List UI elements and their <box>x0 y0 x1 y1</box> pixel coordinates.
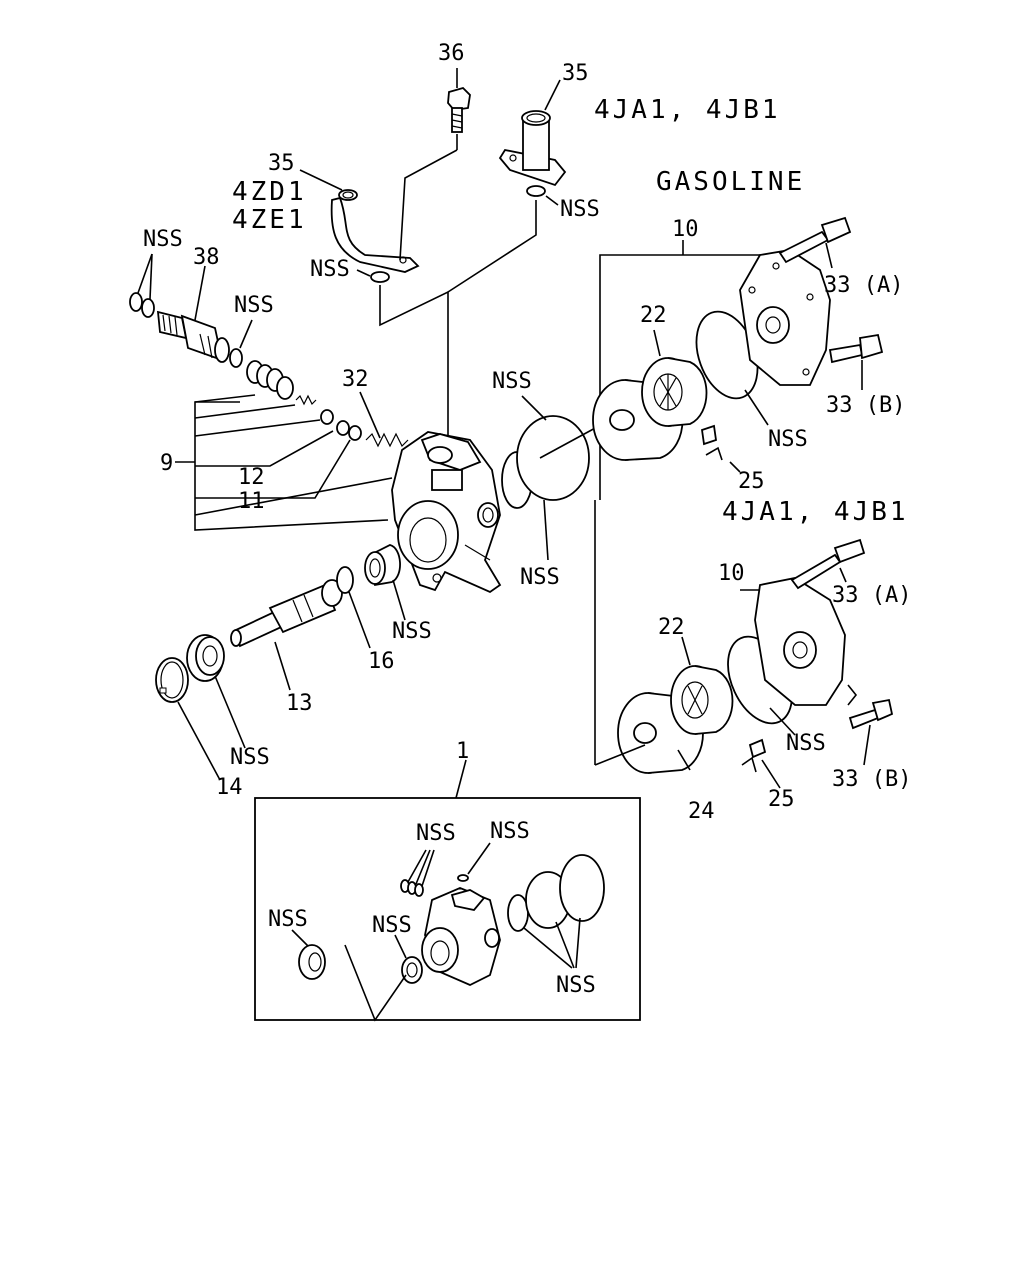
snap-ring-14[interactable] <box>155 657 189 703</box>
nss-label: NSS <box>234 293 274 318</box>
o-ring-left-pipe[interactable] <box>370 271 390 283</box>
nss-label: NSS <box>416 821 456 846</box>
gasoline-label: GASOLINE <box>656 167 805 197</box>
callout-22-top: 22 <box>640 303 667 328</box>
o-ring-right-pipe[interactable] <box>526 185 546 197</box>
pump-body[interactable] <box>391 431 502 594</box>
callout-33b-top: 33 (B) <box>826 393 905 418</box>
callout-35-right: 35 <box>562 61 589 86</box>
spring-small[interactable] <box>295 394 317 406</box>
seat-12[interactable] <box>320 409 334 425</box>
callout-10-mid: 10 <box>718 561 745 586</box>
rotor-22-mid[interactable] <box>670 665 734 735</box>
o-ring-38[interactable] <box>229 348 243 368</box>
nss-label: NSS <box>268 907 308 932</box>
kit-pump-body[interactable] <box>421 887 501 986</box>
callout-24: 24 <box>688 799 715 824</box>
callout-11: 11 <box>238 489 265 514</box>
bolt-36[interactable] <box>447 86 471 133</box>
callout-10-top: 10 <box>672 217 699 242</box>
engine-label-top: 4JA1, 4JB1 <box>594 95 781 125</box>
nss-label: NSS <box>556 973 596 998</box>
bolt-33a-mid[interactable] <box>790 538 866 590</box>
group-9-bracket <box>175 394 393 531</box>
nss-label: NSS <box>310 257 350 282</box>
rotor-22-top[interactable] <box>641 357 708 427</box>
o-rings-fitting[interactable] <box>129 292 155 318</box>
pin-25-top[interactable] <box>701 424 717 446</box>
callout-25-mid: 25 <box>768 787 795 812</box>
nss-label: NSS <box>768 427 808 452</box>
callout-12: 12 <box>238 465 265 490</box>
bushing[interactable] <box>364 544 401 587</box>
snap-ring-16[interactable] <box>336 566 354 594</box>
cover-top[interactable] <box>739 249 831 386</box>
engine-label-4ze1: 4ZE1 <box>232 205 307 235</box>
pin-25-mid[interactable] <box>748 738 767 759</box>
spring-32[interactable] <box>365 432 409 448</box>
callout-22-mid: 22 <box>658 615 685 640</box>
oil-seal[interactable] <box>186 634 225 682</box>
kit-o-ring-top[interactable] <box>457 874 469 882</box>
cover-mid[interactable] <box>754 577 846 706</box>
callout-1: 1 <box>456 739 469 764</box>
nss-label: NSS <box>392 619 432 644</box>
callout-25-top: 25 <box>738 469 765 494</box>
pipe-35-left[interactable] <box>330 189 420 273</box>
bolt-33b-mid[interactable] <box>848 698 894 730</box>
bolt-33b-top[interactable] <box>828 333 884 364</box>
valve-spool[interactable] <box>246 360 294 400</box>
nss-label: NSS <box>560 197 600 222</box>
engine-label-4zd1: 4ZD1 <box>232 177 307 207</box>
bolt-33a-top[interactable] <box>778 216 852 264</box>
callout-16: 16 <box>368 649 395 674</box>
callout-36: 36 <box>438 41 465 66</box>
nss-label: NSS <box>786 731 826 756</box>
nss-label: NSS <box>143 227 183 252</box>
fitting-38[interactable] <box>156 310 230 363</box>
nss-label: NSS <box>492 369 532 394</box>
nss-label: NSS <box>490 819 530 844</box>
engine-label-mid: 4JA1, 4JB1 <box>722 497 909 527</box>
kit-o-rings-small[interactable] <box>400 879 424 897</box>
shaft-13[interactable] <box>230 579 343 648</box>
callout-14: 14 <box>216 775 243 800</box>
o-ring-11a[interactable] <box>336 420 350 436</box>
callout-38: 38 <box>193 245 220 270</box>
nss-label: NSS <box>230 745 270 770</box>
nss-label: NSS <box>520 565 560 590</box>
callout-35-left: 35 <box>268 151 295 176</box>
kit-o-rings-large[interactable] <box>507 854 605 932</box>
o-ring-large-body[interactable] <box>516 415 590 501</box>
kit-bushing[interactable] <box>401 956 423 984</box>
callout-9: 9 <box>160 451 173 476</box>
callout-33a-top: 33 (A) <box>824 273 903 298</box>
pipe-35-right[interactable] <box>498 110 567 187</box>
callout-33b-mid: 33 (B) <box>832 767 911 792</box>
kit-oil-seal[interactable] <box>298 944 326 980</box>
o-ring-11b[interactable] <box>348 425 362 441</box>
nss-label: NSS <box>372 913 412 938</box>
callout-32: 32 <box>342 367 369 392</box>
callout-13: 13 <box>286 691 313 716</box>
callout-33a-mid: 33 (A) <box>832 583 911 608</box>
